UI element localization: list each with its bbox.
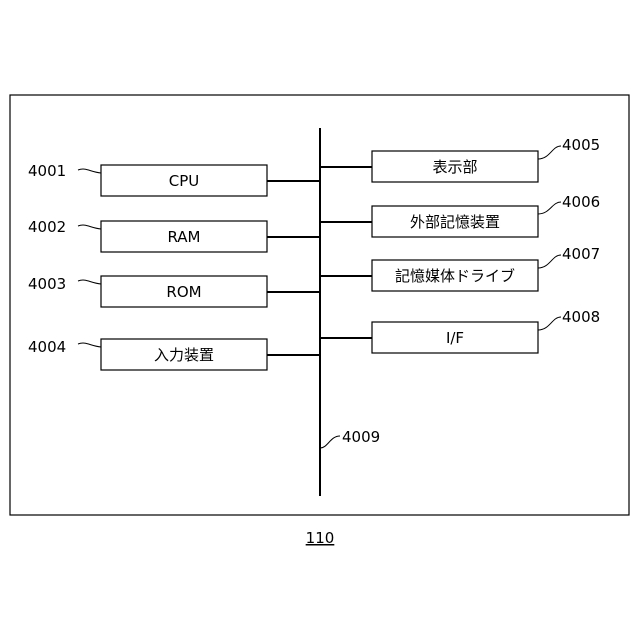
block-label: 表示部: [432, 158, 477, 176]
block-external-storage: 外部記憶装置 4006: [320, 193, 600, 237]
block-ram: RAM 4002: [28, 218, 320, 252]
block-interface: I/F 4008: [320, 308, 600, 353]
block-label: CPU: [169, 172, 200, 190]
leader-line: [78, 225, 101, 229]
figure-number: 110: [306, 529, 335, 547]
reference-number: 4005: [562, 136, 600, 154]
reference-number: 4002: [28, 218, 66, 236]
leader-line: [78, 343, 101, 347]
reference-number: 4001: [28, 162, 66, 180]
leader-line: [538, 202, 561, 214]
block-label: ROM: [166, 283, 201, 301]
block-label: 入力装置: [154, 346, 214, 364]
block-label: I/F: [446, 329, 464, 347]
leader-line: [538, 255, 561, 268]
block-label: 記憶媒体ドライブ: [395, 267, 515, 285]
block-input-device: 入力装置 4004: [28, 338, 320, 370]
reference-number: 4003: [28, 275, 66, 293]
reference-number: 4008: [562, 308, 600, 326]
leader-line: [538, 146, 561, 159]
reference-number: 4007: [562, 245, 600, 263]
bus-leader-line: [320, 436, 340, 448]
block-display: 表示部 4005: [320, 136, 600, 182]
block-cpu: CPU 4001: [28, 162, 320, 196]
bus-reference-number: 4009: [342, 428, 380, 446]
block-label: RAM: [167, 228, 200, 246]
leader-line: [538, 317, 561, 330]
reference-number: 4004: [28, 338, 66, 356]
block-rom: ROM 4003: [28, 275, 320, 307]
block-label: 外部記憶装置: [410, 213, 500, 231]
reference-number: 4006: [562, 193, 600, 211]
block-media-drive: 記憶媒体ドライブ 4007: [320, 245, 600, 291]
leader-line: [78, 280, 101, 284]
leader-line: [78, 169, 101, 173]
